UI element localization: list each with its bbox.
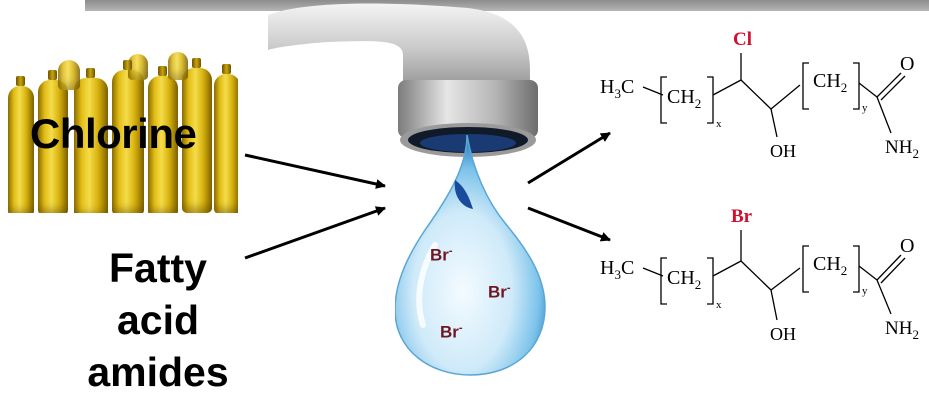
carbonyl-oxygen: O [900,53,914,75]
fatty-acid-amides-label: Fatty acid amides [63,242,253,398]
ion2-label: Br [488,282,507,302]
chain-left-subscript: x [716,118,722,130]
ion3-label: Br [440,322,459,342]
ion2-charge: - [506,282,511,294]
halogen-atom: Br [731,206,753,227]
reaction-arrows [244,131,611,260]
water-droplet: Br- Br- Br- [394,134,555,380]
arrow-chlorine-to-drop [244,153,386,189]
ion1-label: Br [430,245,449,265]
water-drop-icon [394,134,546,376]
chain-right-subscript: y [862,102,868,114]
ion1-charge: - [448,245,453,257]
bromide-ion-1: Br- [430,245,453,266]
top-banner-strip [85,0,929,11]
chain-right: CH2​ [813,70,847,95]
carbonyl-oxygen: O [900,235,914,257]
hydroxyl-group: OH [770,141,796,161]
hydroxyl-group: OH [770,324,796,340]
ion3-charge: - [458,322,463,334]
chain-right-subscript: y [862,285,868,297]
chain-left: CH2​ [667,267,701,292]
chain-left-subscript: x [716,299,722,311]
arrow-amides-to-drop [244,206,386,260]
bromohydrin-amide-structure: Br H3​C CH2​ x CH2​ y OH O NH2​ [600,206,919,340]
chain-left: CH2​ [667,86,701,111]
arrow-drop-to-bromo [527,206,611,242]
bromide-ion-3: Br- [440,322,463,343]
bromide-ion-2: Br- [488,282,511,303]
arrow-drop-to-chloro [527,131,611,185]
chlorohydrin-amide-structure: Cl H3​C CH2​ x CH2​ y OH O NH2​ [600,29,919,161]
chlorine-label: Chlorine [30,110,197,157]
chain-right: CH2​ [813,253,847,278]
amide-group: NH2​ [885,318,919,340]
amide-group: NH2​ [885,137,919,161]
fatty-label-line2: acid [116,297,200,343]
terminal-group: H3​C [600,76,634,101]
chlorine-cylinders-image [8,48,238,213]
faucet-icon [268,3,538,157]
terminal-group: H3​C [600,257,634,282]
fatty-label-line1: Fatty [109,245,207,291]
halogen-atom: Cl [733,29,752,50]
